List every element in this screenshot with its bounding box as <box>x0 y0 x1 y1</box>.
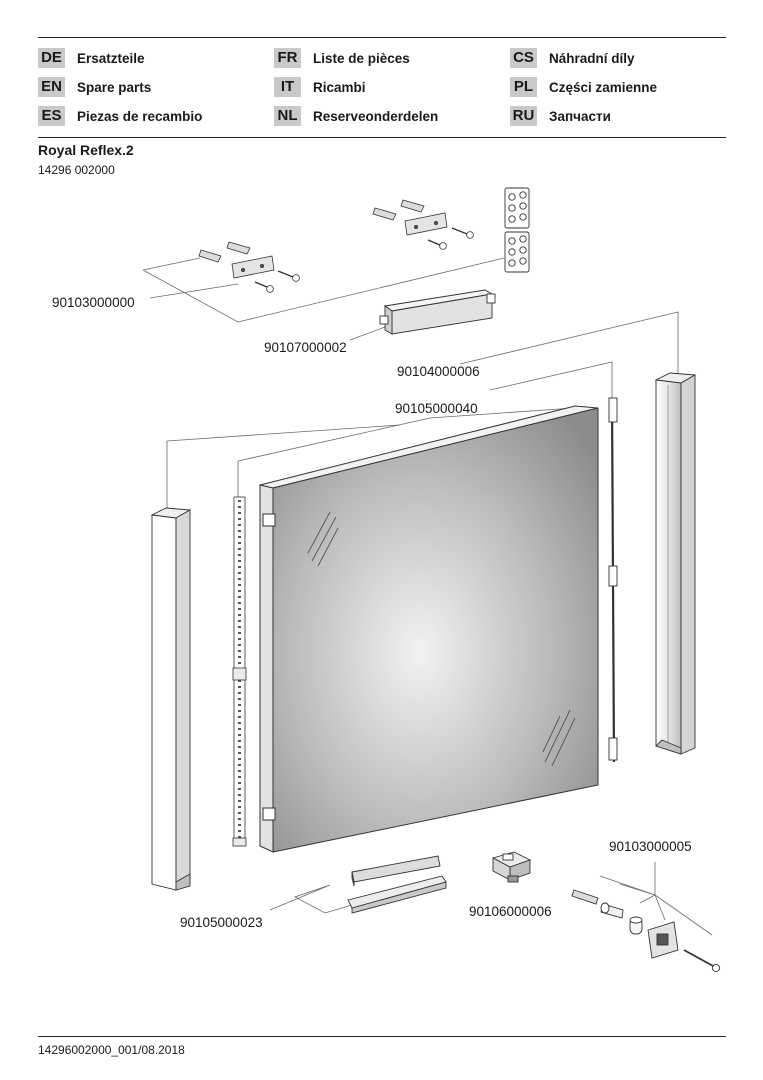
top-rule <box>38 37 726 38</box>
led-driver <box>379 289 496 335</box>
mirror-glare <box>307 511 576 767</box>
left-side-profile <box>150 507 192 891</box>
part-number-driver: 90107000002 <box>264 340 347 355</box>
language-row-it: IT Ricambi <box>274 77 366 97</box>
part-number-side-profile: 90104000006 <box>397 364 480 379</box>
language-row-nl: NL Reserveonderdelen <box>274 106 438 126</box>
article-number: 14296 002000 <box>38 163 115 177</box>
language-row-fr: FR Liste de pièces <box>274 48 410 68</box>
mirror-cabinet <box>259 405 599 853</box>
part-number-mounting-set: 90103000000 <box>52 295 135 310</box>
language-row-es: ES Piezas de recambio <box>38 106 202 126</box>
switch-module <box>491 851 532 883</box>
hinge-plates <box>504 187 530 273</box>
language-label: Reserveonderdelen <box>313 108 439 124</box>
bottom-rail <box>347 855 447 914</box>
language-code: NL <box>274 106 301 126</box>
language-code: FR <box>274 48 301 68</box>
language-code: RU <box>510 106 537 126</box>
product-title: Royal Reflex.2 <box>38 142 134 158</box>
right-side-profile <box>654 372 697 755</box>
language-code: ES <box>38 106 65 126</box>
document-id: 14296002000_001/08.2018 <box>38 1043 185 1057</box>
language-row-ru: RU Запчасти <box>510 106 611 126</box>
language-label: Ricambi <box>313 79 366 95</box>
language-label: Náhradní díly <box>549 50 635 66</box>
header-divider <box>38 137 726 138</box>
language-label: Запчасти <box>549 108 611 124</box>
hinge-rail <box>608 397 618 763</box>
language-code: DE <box>38 48 65 68</box>
wall-fixing-set <box>571 889 721 973</box>
language-label: Spare parts <box>77 79 152 95</box>
part-number-switch: 90106000006 <box>469 904 552 919</box>
led-strip <box>232 496 247 847</box>
part-number-door-mirror: 90105000040 <box>395 401 478 416</box>
language-label: Ersatzteile <box>77 50 145 66</box>
language-label: Piezas de recambio <box>77 108 203 124</box>
language-code: PL <box>510 77 537 97</box>
part-number-bottom-rail: 90105000023 <box>180 915 263 930</box>
language-label: Części zamienne <box>549 79 658 95</box>
language-label: Liste de pièces <box>313 50 410 66</box>
leader-lines <box>142 257 713 936</box>
mounting-clip-right <box>372 199 474 250</box>
part-number-wall-fixing-set: 90103000005 <box>609 839 692 854</box>
language-code: EN <box>38 77 65 97</box>
footer-rule <box>38 1036 726 1037</box>
language-row-cs: CS Náhradní díly <box>510 48 635 68</box>
language-code: IT <box>274 77 301 97</box>
language-row-de: DE Ersatzteile <box>38 48 145 68</box>
language-row-pl: PL Części zamienne <box>510 77 657 97</box>
language-code: CS <box>510 48 537 68</box>
mounting-clip-left <box>198 241 300 293</box>
language-row-en: EN Spare parts <box>38 77 151 97</box>
